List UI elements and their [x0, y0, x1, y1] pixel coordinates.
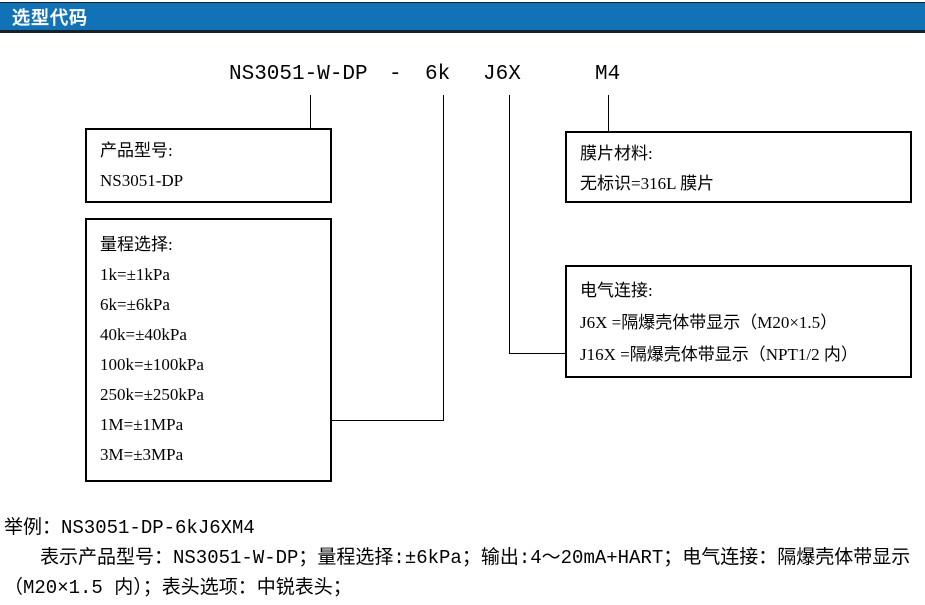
electrical-connection-box: 电气连接: J6X =隔爆壳体带显示（M20×1.5） J16X =隔爆壳体带显… — [565, 265, 912, 378]
connector-range-vline — [443, 95, 444, 421]
product-model-box-line: NS3051-DP — [100, 171, 184, 190]
code-dash: - — [389, 63, 402, 86]
code-electrical: J6X — [483, 63, 521, 86]
range-option: 3M=±3MPa — [100, 445, 184, 464]
example-line-3: （M20×1.5 内）；表头选项：中锐表头； — [4, 577, 352, 599]
range-option: 250k=±250kPa — [100, 385, 204, 404]
diaphragm-material-option: 无标识=316L 膜片 — [580, 174, 715, 193]
code-model-base: NS3051-W-DP — [229, 63, 368, 86]
range-option: 40k=±40kPa — [100, 325, 187, 344]
code-range: 6k — [425, 63, 451, 86]
electrical-connection-option: J16X =隔爆壳体带显示（NPT1/2 内） — [580, 345, 858, 364]
range-selection-box-title: 量程选择: — [100, 235, 173, 254]
section-header-bar: 选型代码 — [0, 2, 925, 33]
section-title: 选型代码 — [12, 7, 88, 28]
electrical-connection-option: J6X =隔爆壳体带显示（M20×1.5） — [580, 313, 838, 332]
product-model-box: 产品型号: NS3051-DP — [85, 128, 332, 203]
range-option: 1M=±1MPa — [100, 415, 184, 434]
connector-display-vline — [608, 95, 609, 131]
connector-electrical-vline — [509, 95, 510, 353]
diaphragm-material-box: 膜片材料: 无标识=316L 膜片 — [565, 131, 912, 203]
connector-electrical-hline — [509, 353, 565, 354]
range-option: 1k=±1kPa — [100, 265, 170, 284]
code-display: M4 — [595, 63, 621, 86]
diaphragm-material-box-title: 膜片材料: — [580, 144, 653, 163]
electrical-connection-box-title: 电气连接: — [580, 281, 653, 300]
connector-range-hline — [330, 420, 444, 421]
example-line-2: 表示产品型号：NS3051-W-DP；量程选择:±6kPa；输出:4～20mA+… — [40, 547, 911, 569]
connector-product-vline — [310, 95, 311, 128]
range-option: 6k=±6kPa — [100, 295, 170, 314]
range-selection-box: 量程选择: 1k=±1kPa 6k=±6kPa 40k=±40kPa 100k=… — [85, 218, 332, 482]
range-option: 100k=±100kPa — [100, 355, 204, 374]
product-model-box-title: 产品型号: — [100, 141, 173, 160]
example-line-1: 举例：NS3051-DP-6kJ6XM4 — [4, 517, 255, 539]
